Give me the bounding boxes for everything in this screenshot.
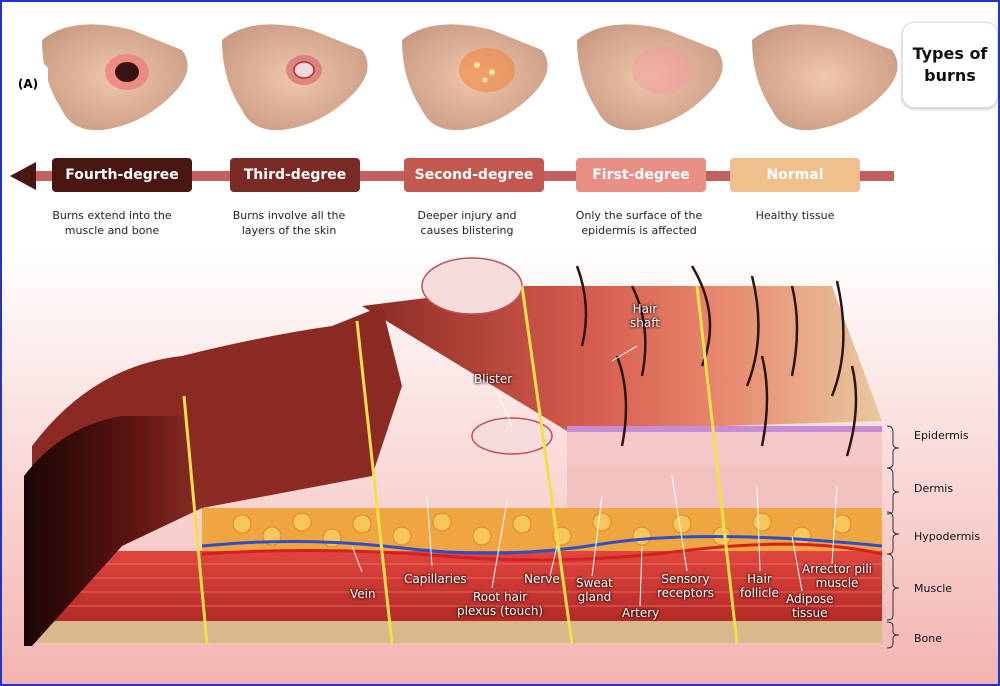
- fourth-degree-tissue: [24, 416, 202, 646]
- label-root-hair-plexus: Root hair plexus (touch): [457, 590, 544, 618]
- degree-dividers: [182, 285, 739, 645]
- label-capillaries: Capillaries: [404, 572, 467, 586]
- label-sensory-receptors: Sensory receptors: [657, 572, 714, 600]
- blister-section: [471, 417, 553, 455]
- artery-vessel: [201, 542, 883, 562]
- panel-label: (A): [8, 64, 48, 104]
- hairs: [575, 265, 858, 457]
- desc-third: Burns involve all the layers of the skin: [232, 209, 346, 237]
- label-hair-shaft: Hair shaft: [630, 302, 660, 330]
- arrow-head: [10, 162, 36, 190]
- blister-top: [421, 257, 523, 315]
- hand-fourth-degree: [42, 24, 188, 131]
- label-arrector-pili: Arrector pili muscle: [802, 562, 872, 590]
- skin-surface: [362, 286, 882, 431]
- layer-dermis: Dermis: [914, 482, 954, 495]
- label-adipose-tissue: Adipose tissue: [786, 592, 834, 620]
- bone-layer: [32, 621, 882, 643]
- hands-row: [42, 24, 898, 131]
- hand-first-degree: [577, 24, 723, 131]
- leader-lines: [351, 345, 838, 607]
- desc-first: Only the surface of the epidermis is aff…: [575, 209, 703, 237]
- layer-hypodermis: Hypodermis: [914, 530, 981, 543]
- skin-cross-section: [2, 246, 998, 684]
- title-box: Types of burns: [902, 22, 998, 108]
- hand-third-degree: [222, 24, 368, 131]
- dermis-layer: [567, 466, 882, 511]
- degree-band-normal: Normal: [730, 158, 860, 192]
- degree-band-third: Third-degree: [230, 158, 360, 192]
- layer-muscle: Muscle: [914, 582, 953, 595]
- desc-second: Deeper injury and causes blistering: [417, 209, 517, 237]
- muscle-layer: [32, 551, 882, 621]
- layer-epidermis: Epidermis: [914, 429, 969, 442]
- layer-bone: Bone: [914, 632, 943, 645]
- vein-vessel: [201, 534, 883, 555]
- degree-band-second: Second-degree: [404, 158, 544, 192]
- degree-band-first: First-degree: [576, 158, 706, 192]
- hand-second-degree: [402, 24, 548, 131]
- layer-brackets: [886, 425, 900, 649]
- label-artery: Artery: [622, 606, 660, 620]
- epidermis-layer: [567, 426, 882, 466]
- desc-normal: Healthy tissue: [755, 209, 835, 222]
- label-nerve: Nerve: [524, 572, 560, 586]
- hand-normal: [752, 24, 898, 131]
- label-sweat-gland: Sweat gland: [576, 576, 613, 604]
- degree-band-fourth: Fourth-degree: [52, 158, 192, 192]
- label-blister: Blister: [474, 372, 513, 386]
- desc-fourth: Burns extend into the muscle and bone: [52, 209, 172, 237]
- label-hair-follicle: Hair follicle: [740, 572, 779, 600]
- label-vein: Vein: [350, 587, 376, 601]
